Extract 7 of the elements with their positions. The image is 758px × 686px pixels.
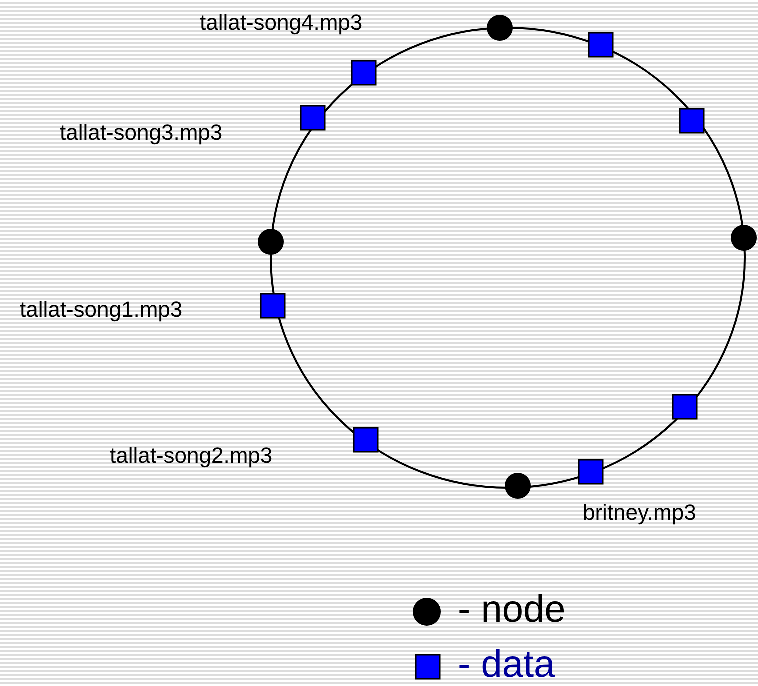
legend-label: - data bbox=[458, 643, 556, 686]
file-name-label: tallat-song2.mp3 bbox=[110, 443, 273, 469]
file-name-label: tallat-song1.mp3 bbox=[20, 297, 183, 323]
file-name-label: britney.mp3 bbox=[583, 500, 696, 526]
file-name-label: tallat-song3.mp3 bbox=[60, 120, 223, 146]
legend-label: - node bbox=[458, 588, 566, 632]
file-name-label: tallat-song4.mp3 bbox=[200, 10, 363, 36]
